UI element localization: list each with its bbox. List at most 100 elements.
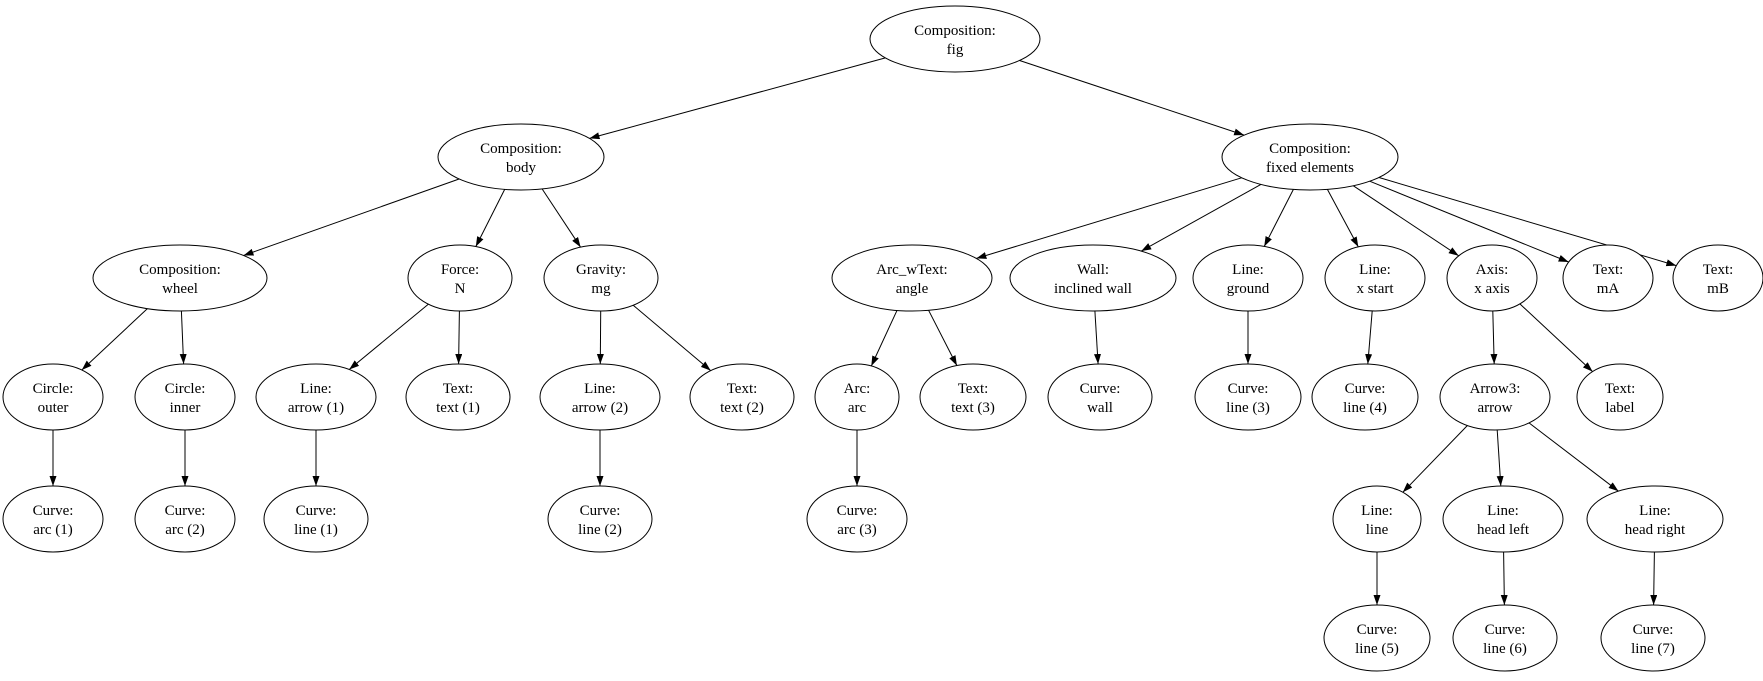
tree-node-arrow3: Arrow3:arrow xyxy=(1439,363,1551,431)
node-label-line7: Curve:line (7) xyxy=(1631,622,1675,657)
node-ellipse-line3 xyxy=(1194,363,1302,431)
node-ellipse-inner xyxy=(134,363,236,431)
node-ellipse-label xyxy=(1576,363,1664,431)
node-ellipse-outer xyxy=(2,363,104,431)
tree-node-arcwtext: Arc_wText:angle xyxy=(831,244,993,312)
node-label-mB: Text:mB xyxy=(1703,262,1734,297)
edge-headleft-to-line6 xyxy=(1500,551,1508,606)
node-ellipse-arcwtext xyxy=(831,244,993,312)
node-ellipse-xaxis xyxy=(1446,244,1538,312)
nodes-layer: Composition:figComposition:bodyCompositi… xyxy=(2,5,1763,672)
edge-fixed-to-mA xyxy=(1369,180,1569,263)
edge-fixed-to-arcwtext xyxy=(976,177,1242,259)
edge-xaxis-to-arrow3 xyxy=(1490,310,1498,365)
tree-node-body: Composition:body xyxy=(437,123,605,191)
node-ellipse-wall xyxy=(1009,244,1177,312)
node-ellipse-arcc1 xyxy=(2,485,104,553)
node-label-line6: Curve:line (6) xyxy=(1483,622,1527,657)
node-label-wall: Wall:inclined wall xyxy=(1054,262,1132,297)
tree-node-fig: Composition:fig xyxy=(869,5,1041,73)
node-ellipse-arcc2 xyxy=(134,485,236,553)
node-ellipse-fixed xyxy=(1221,123,1399,191)
tree-node-outer: Circle:outer xyxy=(2,363,104,431)
node-label-arc: Arc:arc xyxy=(844,381,871,416)
node-label-headleft: Line:head left xyxy=(1477,503,1530,538)
node-label-headright: Line:head right xyxy=(1625,503,1686,538)
node-ellipse-arrow2 xyxy=(539,363,661,431)
tree-node-arrow1: Line:arrow (1) xyxy=(255,363,377,431)
node-label-gravity: Gravity:mg xyxy=(576,262,626,297)
node-label-xstart: Line:x start xyxy=(1356,262,1394,297)
edge-arrow3-to-headright xyxy=(1528,422,1619,492)
node-ellipse-headright xyxy=(1586,485,1724,553)
node-ellipse-wheel xyxy=(92,244,268,312)
tree-node-label: Text:label xyxy=(1576,363,1664,431)
tree-node-fixed: Composition:fixed elements xyxy=(1221,123,1399,191)
edge-arrow3-to-headleft xyxy=(1496,429,1504,487)
tree-node-gravity: Gravity:mg xyxy=(543,244,659,312)
edge-fig-to-fixed xyxy=(1019,60,1245,136)
edge-fig-to-body xyxy=(589,57,886,140)
tree-node-xstart: Line:x start xyxy=(1324,244,1426,312)
node-label-ground: Line:ground xyxy=(1227,262,1270,297)
node-label-arcwtext: Arc_wText:angle xyxy=(876,262,947,297)
tree-node-wheel: Composition:wheel xyxy=(92,244,268,312)
node-label-lineline: Line:line xyxy=(1361,503,1393,538)
tree-node-line6: Curve:line (6) xyxy=(1452,604,1558,672)
node-ellipse-text2 xyxy=(689,363,795,431)
edge-fixed-to-xaxis xyxy=(1352,185,1459,257)
node-label-mA: Text:mA xyxy=(1593,262,1624,297)
tree-node-text1: Text:text (1) xyxy=(405,363,511,431)
tree-node-arcc1: Curve:arc (1) xyxy=(2,485,104,553)
tree-node-arcc3: Curve:arc (3) xyxy=(806,485,908,553)
tree-node-inner: Circle:inner xyxy=(134,363,236,431)
node-ellipse-xstart xyxy=(1324,244,1426,312)
edge-fixed-to-wall xyxy=(1140,183,1262,252)
node-label-text1: Text:text (1) xyxy=(436,381,480,416)
node-ellipse-ground xyxy=(1192,244,1304,312)
node-label-arrow2: Line:arrow (2) xyxy=(572,381,628,416)
tree-node-arrow2: Line:arrow (2) xyxy=(539,363,661,431)
edge-arrow3-to-lineline xyxy=(1402,425,1468,493)
edge-body-to-wheel xyxy=(243,178,460,256)
node-label-line4: Curve:line (4) xyxy=(1343,381,1387,416)
tree-node-text3: Text:text (3) xyxy=(919,363,1027,431)
tree-node-mB: Text:mB xyxy=(1672,244,1763,312)
node-label-fixed: Composition:fixed elements xyxy=(1266,141,1354,176)
node-ellipse-line7 xyxy=(1600,604,1706,672)
edge-headright-to-line7 xyxy=(1650,551,1658,606)
tree-node-linec2: Curve:line (2) xyxy=(547,485,653,553)
node-ellipse-line6 xyxy=(1452,604,1558,672)
node-ellipse-line5 xyxy=(1323,604,1431,672)
node-label-arcc1: Curve:arc (1) xyxy=(33,503,74,538)
tree-node-force: Force:N xyxy=(407,244,513,312)
tree-node-ground: Line:ground xyxy=(1192,244,1304,312)
edge-arcwtext-to-arc xyxy=(870,310,898,367)
tree-node-text2: Text:text (2) xyxy=(689,363,795,431)
node-ellipse-headleft xyxy=(1442,485,1564,553)
tree-node-headright: Line:head right xyxy=(1586,485,1724,553)
tree-node-line5: Curve:line (5) xyxy=(1323,604,1431,672)
tree-node-wall: Wall:inclined wall xyxy=(1009,244,1177,312)
edge-wall-to-curvewall xyxy=(1094,310,1101,365)
node-label-line5: Curve:line (5) xyxy=(1355,622,1399,657)
tree-node-mA: Text:mA xyxy=(1562,244,1654,312)
node-label-fig: Composition:fig xyxy=(914,23,996,58)
node-ellipse-text3 xyxy=(919,363,1027,431)
node-ellipse-arrow1 xyxy=(255,363,377,431)
tree-node-lineline: Line:line xyxy=(1332,485,1422,553)
tree-node-line7: Curve:line (7) xyxy=(1600,604,1706,672)
tree-node-arc: Arc:arc xyxy=(814,363,900,431)
node-ellipse-linec1 xyxy=(263,485,369,553)
edge-fixed-to-ground xyxy=(1263,189,1294,247)
node-label-wheel: Composition:wheel xyxy=(139,262,221,297)
tree-node-arcc2: Curve:arc (2) xyxy=(134,485,236,553)
node-label-linec1: Curve:line (1) xyxy=(294,503,338,538)
node-label-inner: Circle:inner xyxy=(165,381,206,416)
node-ellipse-force xyxy=(407,244,513,312)
tree-node-line3: Curve:line (3) xyxy=(1194,363,1302,431)
node-label-arcc3: Curve:arc (3) xyxy=(837,503,878,538)
tree-node-headleft: Line:head left xyxy=(1442,485,1564,553)
node-label-arrow3: Arrow3:arrow xyxy=(1470,381,1521,416)
